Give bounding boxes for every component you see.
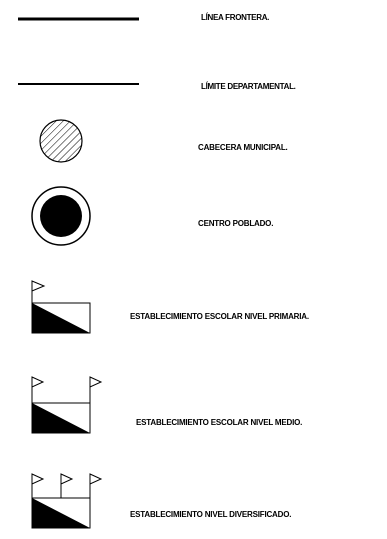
diversified-school-symbol [31, 473, 103, 529]
label-diversified-school: ESTABLECIMIENTO NIVEL DIVERSIFICADO. [130, 510, 292, 519]
label-departmental-limit: LÍMITE DEPARTAMENTAL. [201, 82, 296, 91]
populated-center-symbol [31, 186, 91, 246]
label-border-line: LÍNEA FRONTERA. [201, 13, 270, 22]
primary-school-symbol [31, 280, 91, 334]
middle-school-symbol [31, 376, 103, 434]
label-middle-school: ESTABLECIMIENTO ESCOLAR NIVEL MEDIO. [136, 418, 303, 427]
municipal-head-symbol [39, 119, 83, 163]
label-primary-school: ESTABLECIMIENTO ESCOLAR NIVEL PRIMARIA. [130, 312, 309, 321]
label-populated-center: CENTRO POBLADO. [198, 219, 274, 228]
label-municipal-head: CABECERA MUNICIPAL. [198, 143, 288, 152]
